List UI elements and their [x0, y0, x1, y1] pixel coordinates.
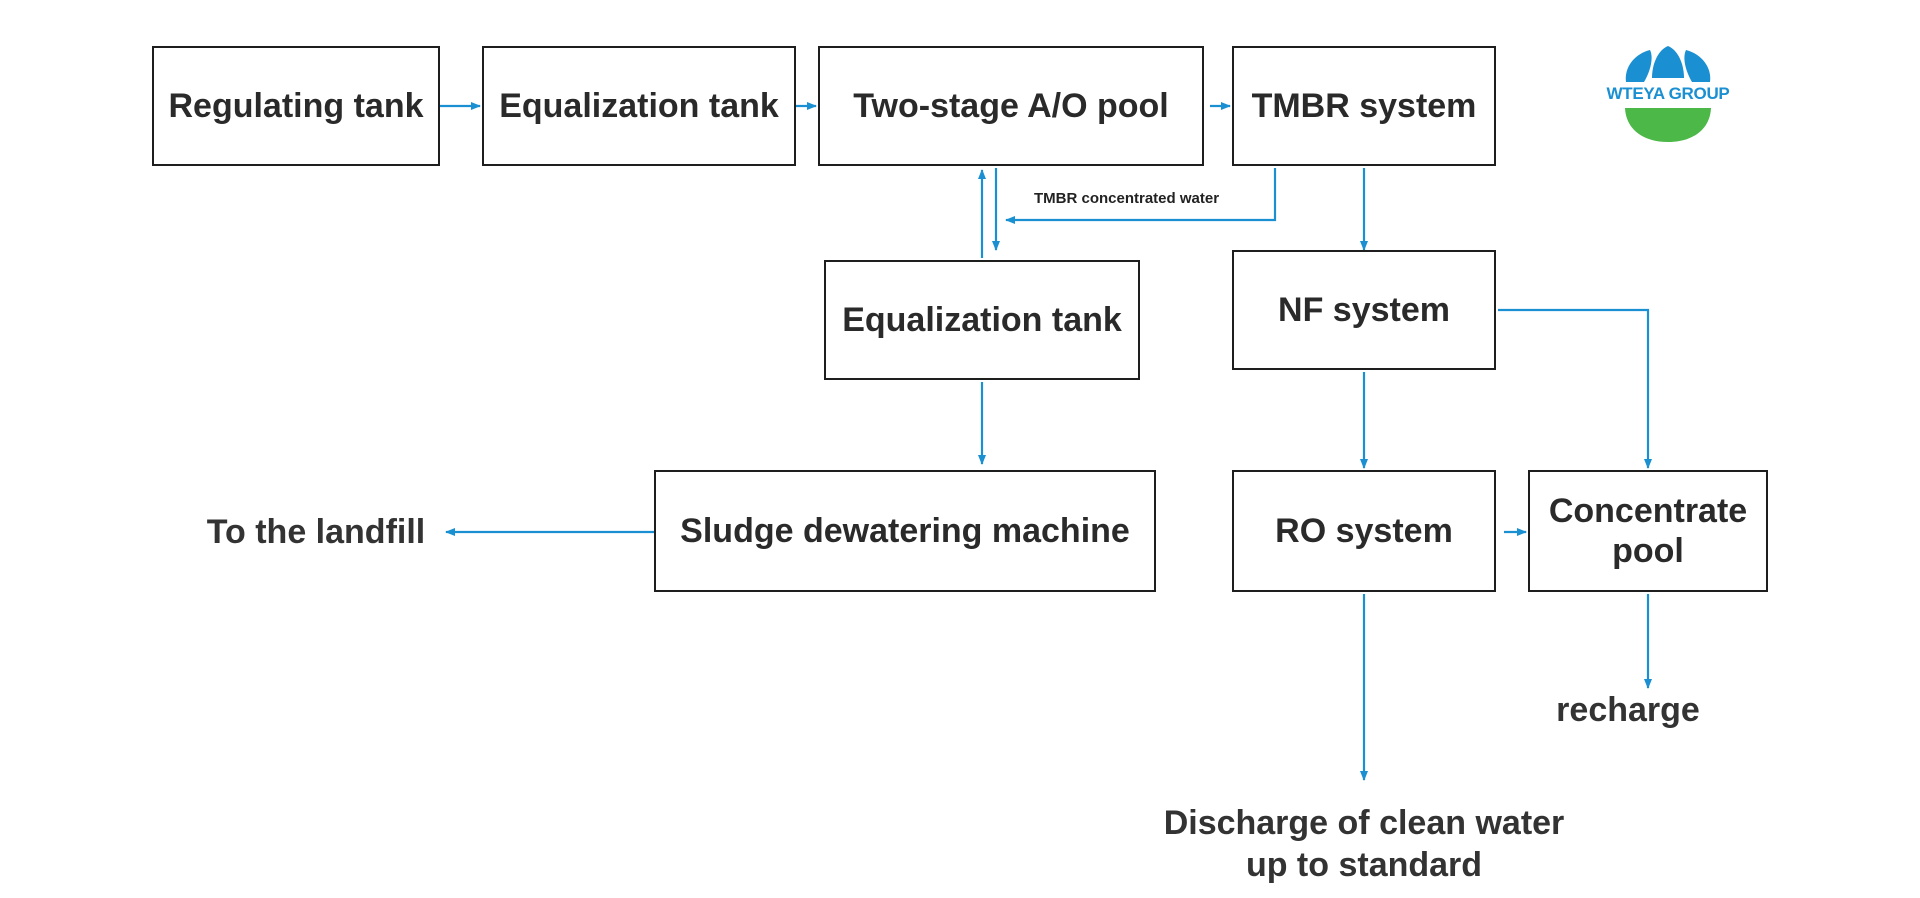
tmbr-system-box: TMBR system: [1232, 46, 1496, 166]
two-stage-ao-pool-box: Two-stage A/O pool: [818, 46, 1204, 166]
logo-mark-icon: [1625, 46, 1711, 142]
sludge-dewatering-machine-box: Sludge dewatering machine: [654, 470, 1156, 592]
nf-system-box: NF system: [1232, 250, 1496, 370]
concentrate-pool-box: Concentrate pool: [1528, 470, 1768, 592]
tmbr-concentrated-water-label: TMBR concentrated water: [1034, 190, 1220, 207]
discharge-line-2: up to standard: [1245, 846, 1483, 884]
equalization-tank-box-2: Equalization tank: [824, 260, 1140, 380]
regulating-tank-box: Regulating tank: [152, 46, 440, 166]
to-the-landfill-label: To the landfill: [206, 513, 426, 551]
logo-text: WTEYA GROUP: [1606, 84, 1730, 103]
discharge-line-1: Discharge of clean water: [1163, 804, 1565, 842]
company-logo: WTEYA GROUP: [1598, 42, 1738, 146]
arrow-tmbr-concentrated-return: [1005, 168, 1277, 224]
equalization-tank-box-1: Equalization tank: [482, 46, 796, 166]
recharge-label: recharge: [1556, 691, 1700, 729]
ro-system-box: RO system: [1232, 470, 1496, 592]
arrow-nf-to-concentrate: [1498, 308, 1652, 469]
